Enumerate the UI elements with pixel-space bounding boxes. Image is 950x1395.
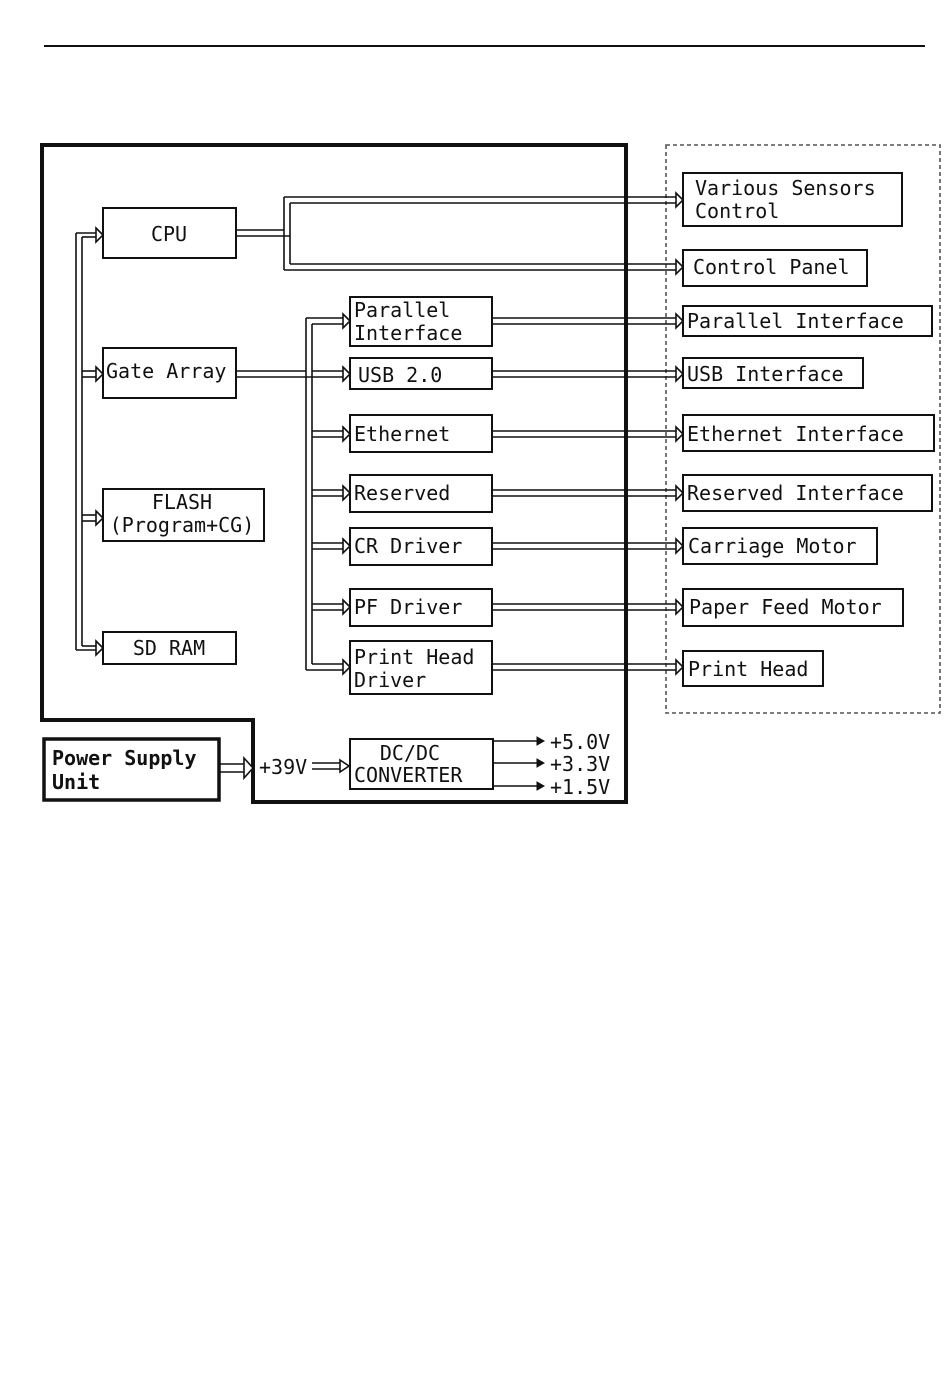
gate-array-label: Gate Array [106, 359, 226, 383]
pf-driver-block: PF Driver [349, 588, 493, 627]
ethernet-label: Ethernet [354, 422, 450, 446]
power-supply-unit-block: Power Supply Unit [42, 737, 221, 802]
various-sensors-block: Various Sensors Control [682, 172, 903, 227]
print-head-label: Print Head [688, 657, 808, 681]
print-head-block: Print Head [682, 650, 824, 687]
sdram-block: SD RAM [102, 631, 237, 665]
usb-label: USB 2.0 [358, 363, 442, 387]
various-sensors-label-line1: Various Sensors [695, 176, 876, 200]
ethernet-interface-block: Ethernet Interface [682, 414, 935, 452]
dcdc-label-line2: CONVERTER [354, 763, 463, 787]
dcdc-converter-block: DC/DC CONVERTER [349, 738, 494, 790]
reserved-interface-label: Reserved Interface [687, 481, 904, 505]
ethernet-interface-label: Ethernet Interface [687, 422, 904, 446]
print-head-driver-block: Print Head Driver [349, 640, 493, 695]
voltage-1v5-label: +1.5V [550, 775, 610, 799]
power-links [219, 736, 546, 791]
power-supply-label-line2: Unit [52, 770, 100, 794]
print-head-driver-label-line1: Print Head [354, 645, 474, 669]
cpu-label: CPU [151, 222, 187, 246]
parallel-interface-label-line2: Interface [354, 321, 462, 345]
memory-bus [75, 226, 105, 657]
parallel-interface-ext-block: Parallel Interface [682, 305, 933, 337]
cpu-output-bus [236, 191, 685, 276]
power-supply-label-line1: Power Supply [52, 746, 197, 770]
ethernet-block: Ethernet [349, 414, 493, 453]
voltage-input-label: +39V [259, 755, 307, 779]
flash-block: FLASH (Program+CG) [102, 488, 265, 542]
io-output-links [492, 312, 685, 676]
flash-label-line1: FLASH [152, 490, 212, 514]
reserved-interface-block: Reserved Interface [682, 474, 933, 512]
cr-driver-label: CR Driver [354, 534, 462, 558]
carriage-motor-block: Carriage Motor [682, 527, 878, 565]
paper-feed-motor-block: Paper Feed Motor [682, 588, 904, 627]
gate-array-bus [236, 312, 352, 676]
various-sensors-label-line2: Control [695, 199, 779, 223]
main-board-frame [40, 143, 628, 804]
flash-label-line2: (Program+CG) [110, 513, 255, 537]
cr-driver-block: CR Driver [349, 527, 493, 566]
reserved-label: Reserved [354, 481, 450, 505]
parallel-interface-label-line1: Parallel [354, 298, 450, 322]
usb-interface-block: USB Interface [682, 357, 864, 389]
pf-driver-label: PF Driver [354, 595, 462, 619]
cpu-block: CPU [102, 207, 237, 259]
usb-interface-label: USB Interface [687, 362, 844, 386]
print-head-driver-label-line2: Driver [354, 668, 426, 692]
external-units-frame [665, 144, 941, 714]
control-panel-label: Control Panel [693, 255, 850, 279]
sdram-label: SD RAM [133, 636, 205, 660]
voltage-5v-label: +5.0V [550, 730, 610, 754]
dcdc-label-line1: DC/DC [380, 741, 440, 765]
gate-array-block: Gate Array [102, 347, 237, 399]
control-panel-block: Control Panel [682, 249, 868, 287]
parallel-interface-ext-label: Parallel Interface [687, 309, 904, 333]
paper-feed-motor-label: Paper Feed Motor [689, 595, 882, 619]
reserved-block: Reserved [349, 474, 493, 513]
voltage-3v3-label: +3.3V [550, 752, 610, 776]
usb-block: USB 2.0 [349, 357, 493, 390]
carriage-motor-label: Carriage Motor [688, 534, 857, 558]
parallel-interface-block: Parallel Interface [349, 296, 493, 347]
